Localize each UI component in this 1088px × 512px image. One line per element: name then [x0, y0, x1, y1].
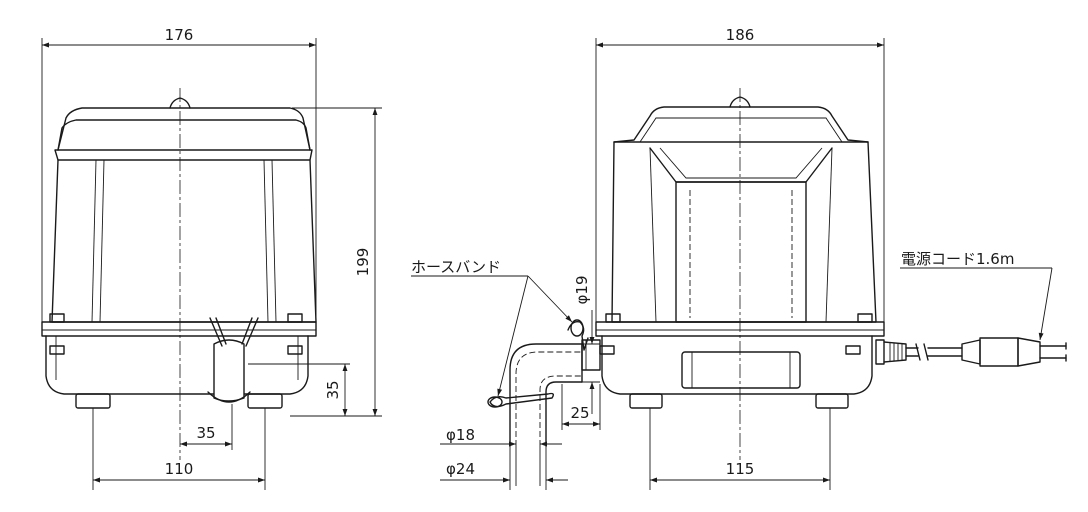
left-height-label: 199 [354, 248, 372, 277]
left-foot-span-label: 110 [165, 460, 194, 478]
bolt-icon [49, 313, 303, 355]
left-width-label: 176 [165, 26, 194, 44]
left-view: 176 199 35 35 110 [41, 26, 382, 490]
power-cord [875, 339, 963, 365]
hose-inner-diameter-label: φ18 [446, 426, 475, 444]
hose-outer-diameter-label: φ24 [446, 460, 475, 478]
hose-band-label: ホースバンド [411, 258, 501, 276]
right-foot-span-label: 115 [726, 460, 755, 478]
left-outlet-offset-label: 35 [196, 424, 215, 442]
left-outlet-height-label: 35 [324, 380, 342, 399]
hose-elbow: ホースバンド φ19 25 φ18 φ24 [411, 258, 601, 490]
outlet-length-label: 25 [570, 404, 589, 422]
power-cord-label: 電源コード1.6m [901, 250, 1014, 268]
plug-icon [961, 337, 1067, 367]
bolt-icon [599, 313, 873, 355]
right-width-label: 186 [726, 26, 755, 44]
right-view: 186 115 電源コード1.6m [581, 26, 1067, 490]
outlet-diameter-label: φ19 [573, 276, 591, 305]
